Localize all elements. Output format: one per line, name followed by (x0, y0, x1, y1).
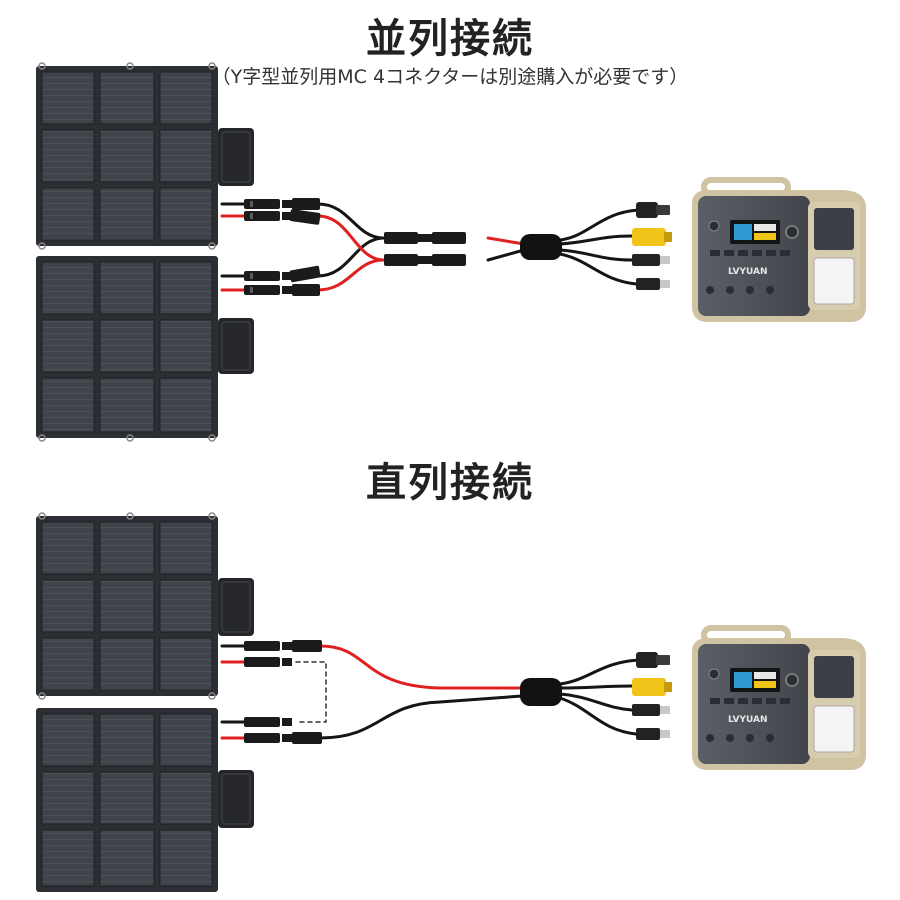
parallel-connection-title: 並列接続 (366, 16, 534, 62)
power-station-1: LVYUAN (692, 177, 866, 322)
power-station-2: LVYUAN (692, 625, 866, 770)
parallel-cables (220, 202, 642, 292)
series-mc4-connectors (244, 640, 672, 744)
solar-panel-2 (36, 256, 254, 442)
parallel-connector-note: （Y字型並列用MC 4コネクターは別途購入が必要です） (211, 66, 689, 88)
series-connection-title: 直列接続 (366, 460, 534, 506)
parallel-mc4-connectors (244, 198, 672, 296)
brand-logo-1: LVYUAN (728, 267, 768, 277)
brand-logo-2: LVYUAN (728, 715, 768, 725)
solar-panel-3 (36, 512, 254, 700)
series-cables (220, 644, 642, 740)
solar-panel-4 (36, 708, 254, 892)
solar-panel-1 (36, 62, 254, 250)
